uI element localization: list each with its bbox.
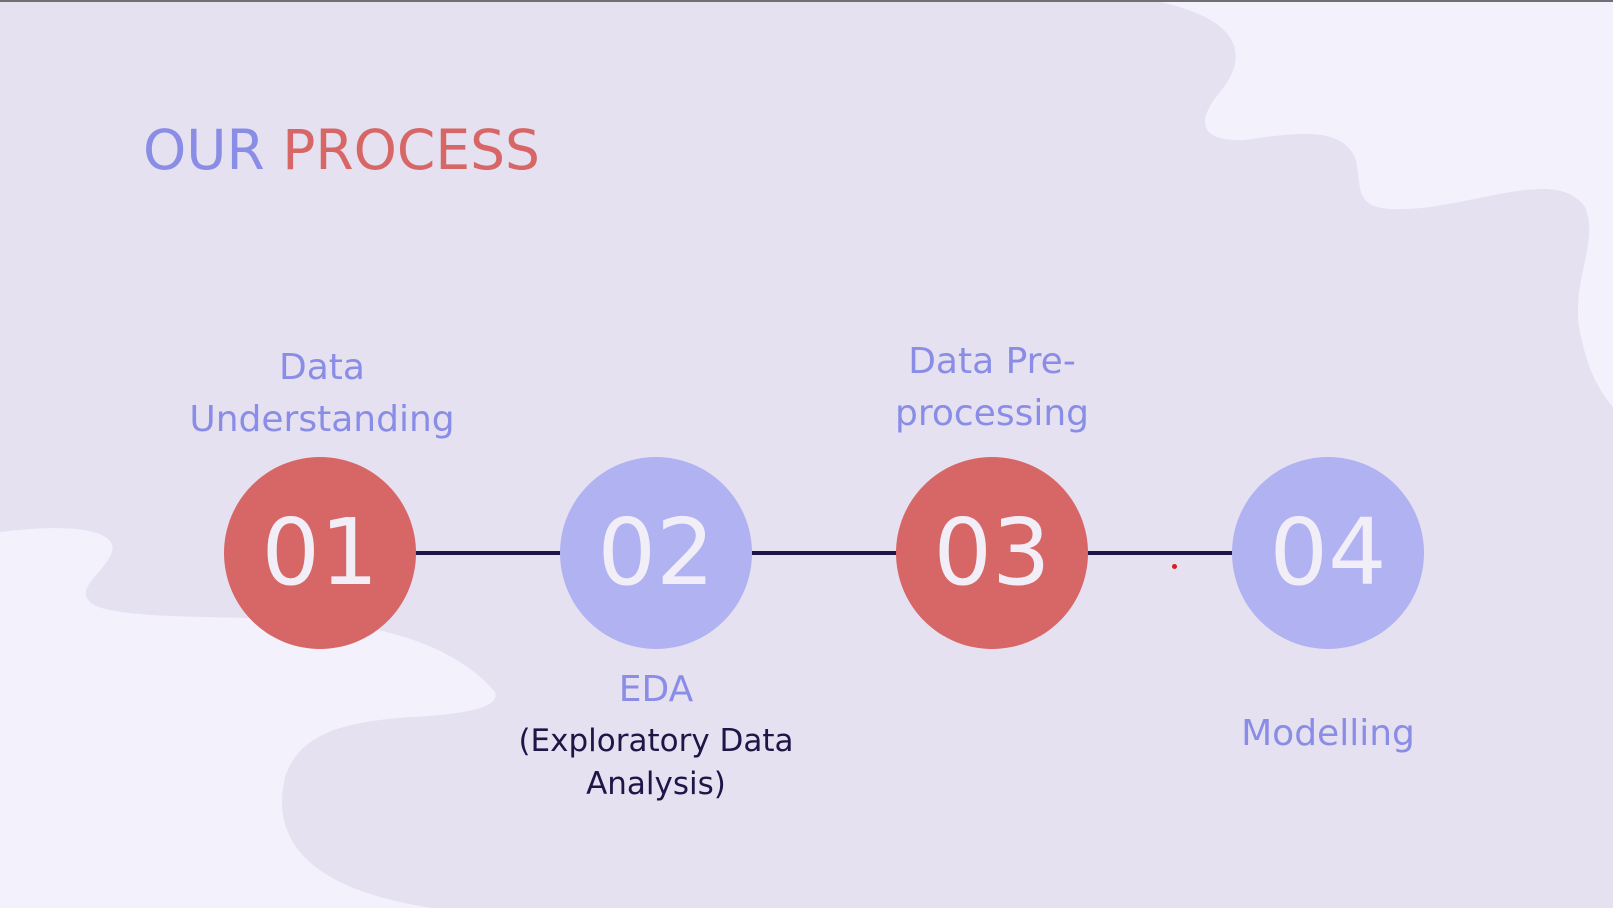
connector-line-2-3 — [745, 551, 900, 555]
step-3-number: 03 — [933, 499, 1051, 606]
step-4-label-line1: Modelling — [1241, 713, 1415, 754]
connector-line-1-2 — [410, 551, 565, 555]
step-1-number: 01 — [261, 499, 379, 606]
connector-line-3-4 — [1080, 551, 1235, 555]
step-1-label: Data Understanding — [172, 342, 472, 446]
step-2-circle: 02 — [560, 457, 752, 649]
step-2-number: 02 — [597, 499, 715, 606]
title-word-process: PROCESS — [282, 118, 540, 182]
title-word-our: OUR — [143, 118, 265, 182]
step-1-circle: 01 — [224, 457, 416, 649]
step-2-sublabel-line1: (Exploratory Data — [518, 723, 794, 759]
step-1-label-line2: Understanding — [189, 399, 455, 441]
page-title: OUR PROCESS — [143, 120, 540, 181]
step-2-sublabel-line2: Analysis) — [586, 766, 726, 803]
step-3-label: Data Pre- processing — [842, 336, 1142, 440]
step-4-circle: 04 — [1232, 457, 1424, 649]
step-3-label-line2: processing — [894, 393, 1089, 435]
step-1-label-line1: Data — [279, 347, 365, 388]
step-4-number: 04 — [1269, 499, 1387, 606]
step-2-label-line1: EDA — [618, 669, 694, 710]
step-2-label: EDA — [506, 664, 806, 716]
step-2-sublabel: (Exploratory Data Analysis) — [486, 720, 826, 807]
marker-dot — [1172, 564, 1177, 569]
step-3-label-line1: Data Pre- — [908, 341, 1076, 382]
step-3-circle: 03 — [896, 457, 1088, 649]
step-4-label: Modelling — [1178, 708, 1478, 760]
